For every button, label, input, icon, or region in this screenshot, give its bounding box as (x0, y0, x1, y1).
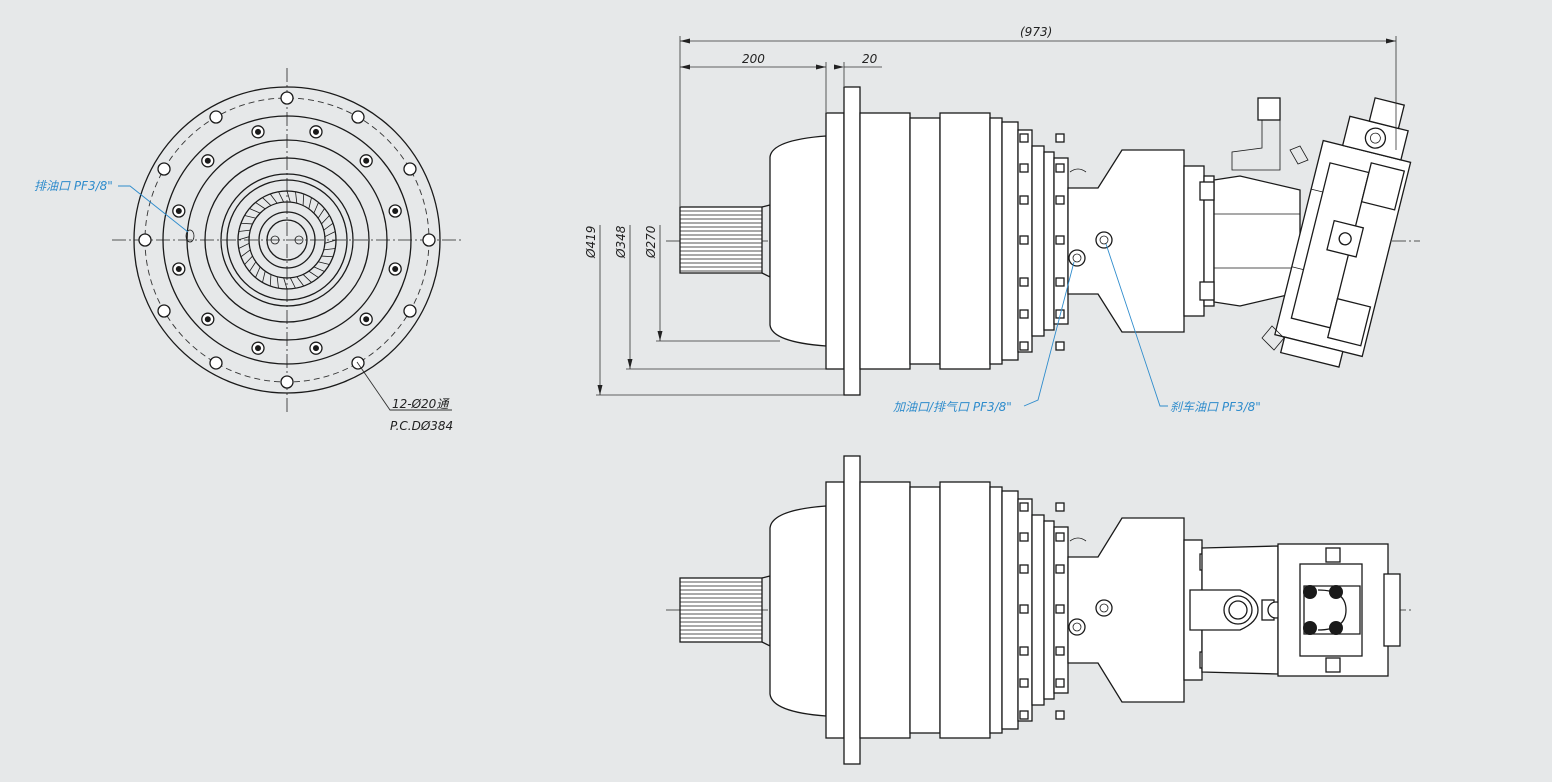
pcd-label: P.C.DØ384 (390, 419, 453, 433)
hydraulic-motor (1274, 97, 1412, 368)
dia-348-dim: Ø348 (614, 225, 628, 259)
dia-419-dim: Ø419 (584, 226, 598, 259)
spline-teeth (237, 190, 337, 290)
side-view-top: (973) 200 20 Ø419 Ø348 Ø270 加油口/排气口 PF3/… (584, 25, 1420, 414)
inner-bolt-holes (172, 125, 402, 355)
overall-length-dim: (973) (1020, 25, 1052, 39)
flange-thickness-dim: 20 (862, 52, 878, 66)
side-view-bottom (666, 455, 1412, 765)
drain-port-label: 排油口 PF3/8" (34, 179, 113, 193)
front-view: 排油口 PF3/8" 12-Ø20通 P.C.DØ384 (34, 68, 462, 433)
brake-oil-port-label: 刹车油口 PF3/8" (1170, 400, 1261, 414)
shaft-length-dim: 200 (742, 52, 765, 66)
bolt-holes-label: 12-Ø20通 (392, 397, 450, 411)
mounting-flange (843, 86, 861, 396)
spline-shaft (679, 206, 763, 274)
dia-270-dim: Ø270 (644, 225, 658, 259)
flange-bolt-holes (138, 91, 436, 389)
fill-vent-port-label: 加油口/排气口 PF3/8" (893, 400, 1012, 414)
brake-housing (1067, 149, 1185, 333)
